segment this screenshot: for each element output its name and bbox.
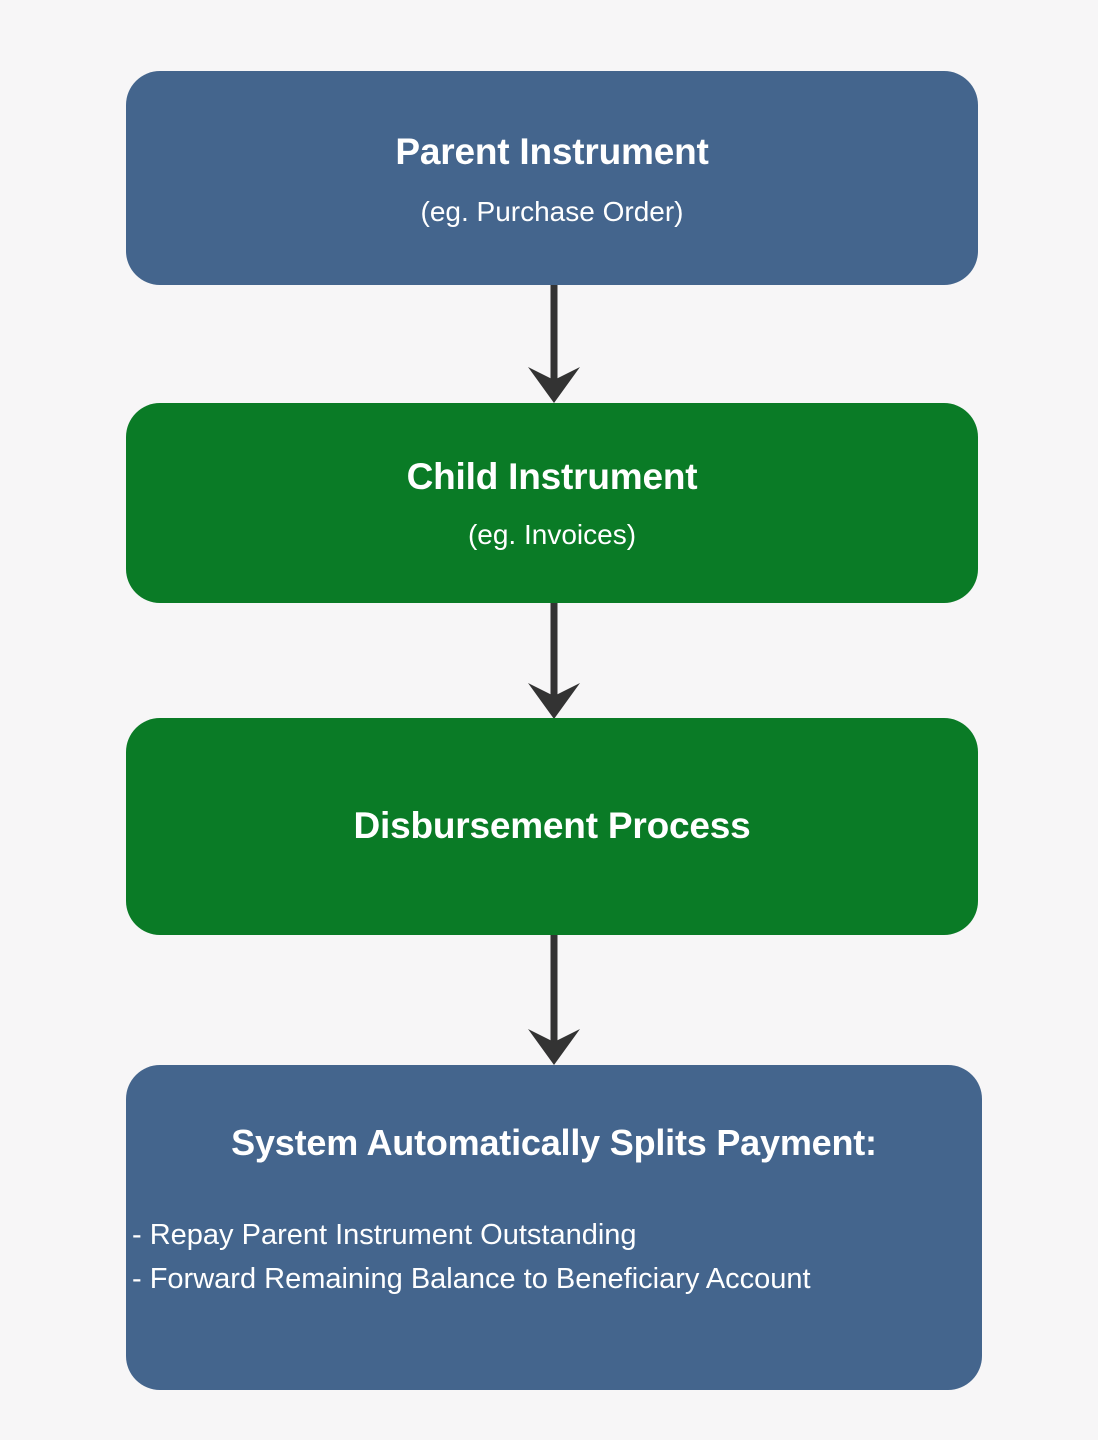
arrowhead-icon [528,683,580,719]
node-disbursement-process-title: Disbursement Process [353,805,751,847]
node-parent-instrument-subtitle: (eg. Purchase Order) [420,196,684,228]
arrow-child-to-disbursement [528,601,580,719]
arrowhead-icon [528,1029,580,1065]
arrow-disbursement-to-split [528,933,580,1065]
node-split-payment[interactable]: System Automatically Splits Payment: - R… [126,1065,982,1390]
split-payment-bullet-list: - Repay Parent Instrument Outstanding - … [126,1213,982,1301]
split-payment-bullet-1: - Repay Parent Instrument Outstanding [132,1218,637,1251]
split-payment-bullet-2: - Forward Remaining Balance to Beneficia… [132,1262,811,1295]
node-child-instrument-subtitle: (eg. Invoices) [467,519,637,551]
node-parent-instrument-title: Parent Instrument [395,130,709,172]
arrow-parent-to-child [528,283,580,403]
node-split-payment-title: System Automatically Splits Payment: [231,1122,877,1163]
node-disbursement-process[interactable]: Disbursement Process [126,718,978,935]
arrowhead-icon [528,367,580,403]
node-parent-instrument[interactable]: Parent Instrument (eg. Purchase Order) [126,71,978,285]
node-child-instrument-title: Child Instrument [406,455,698,497]
node-child-instrument[interactable]: Child Instrument (eg. Invoices) [126,403,978,603]
